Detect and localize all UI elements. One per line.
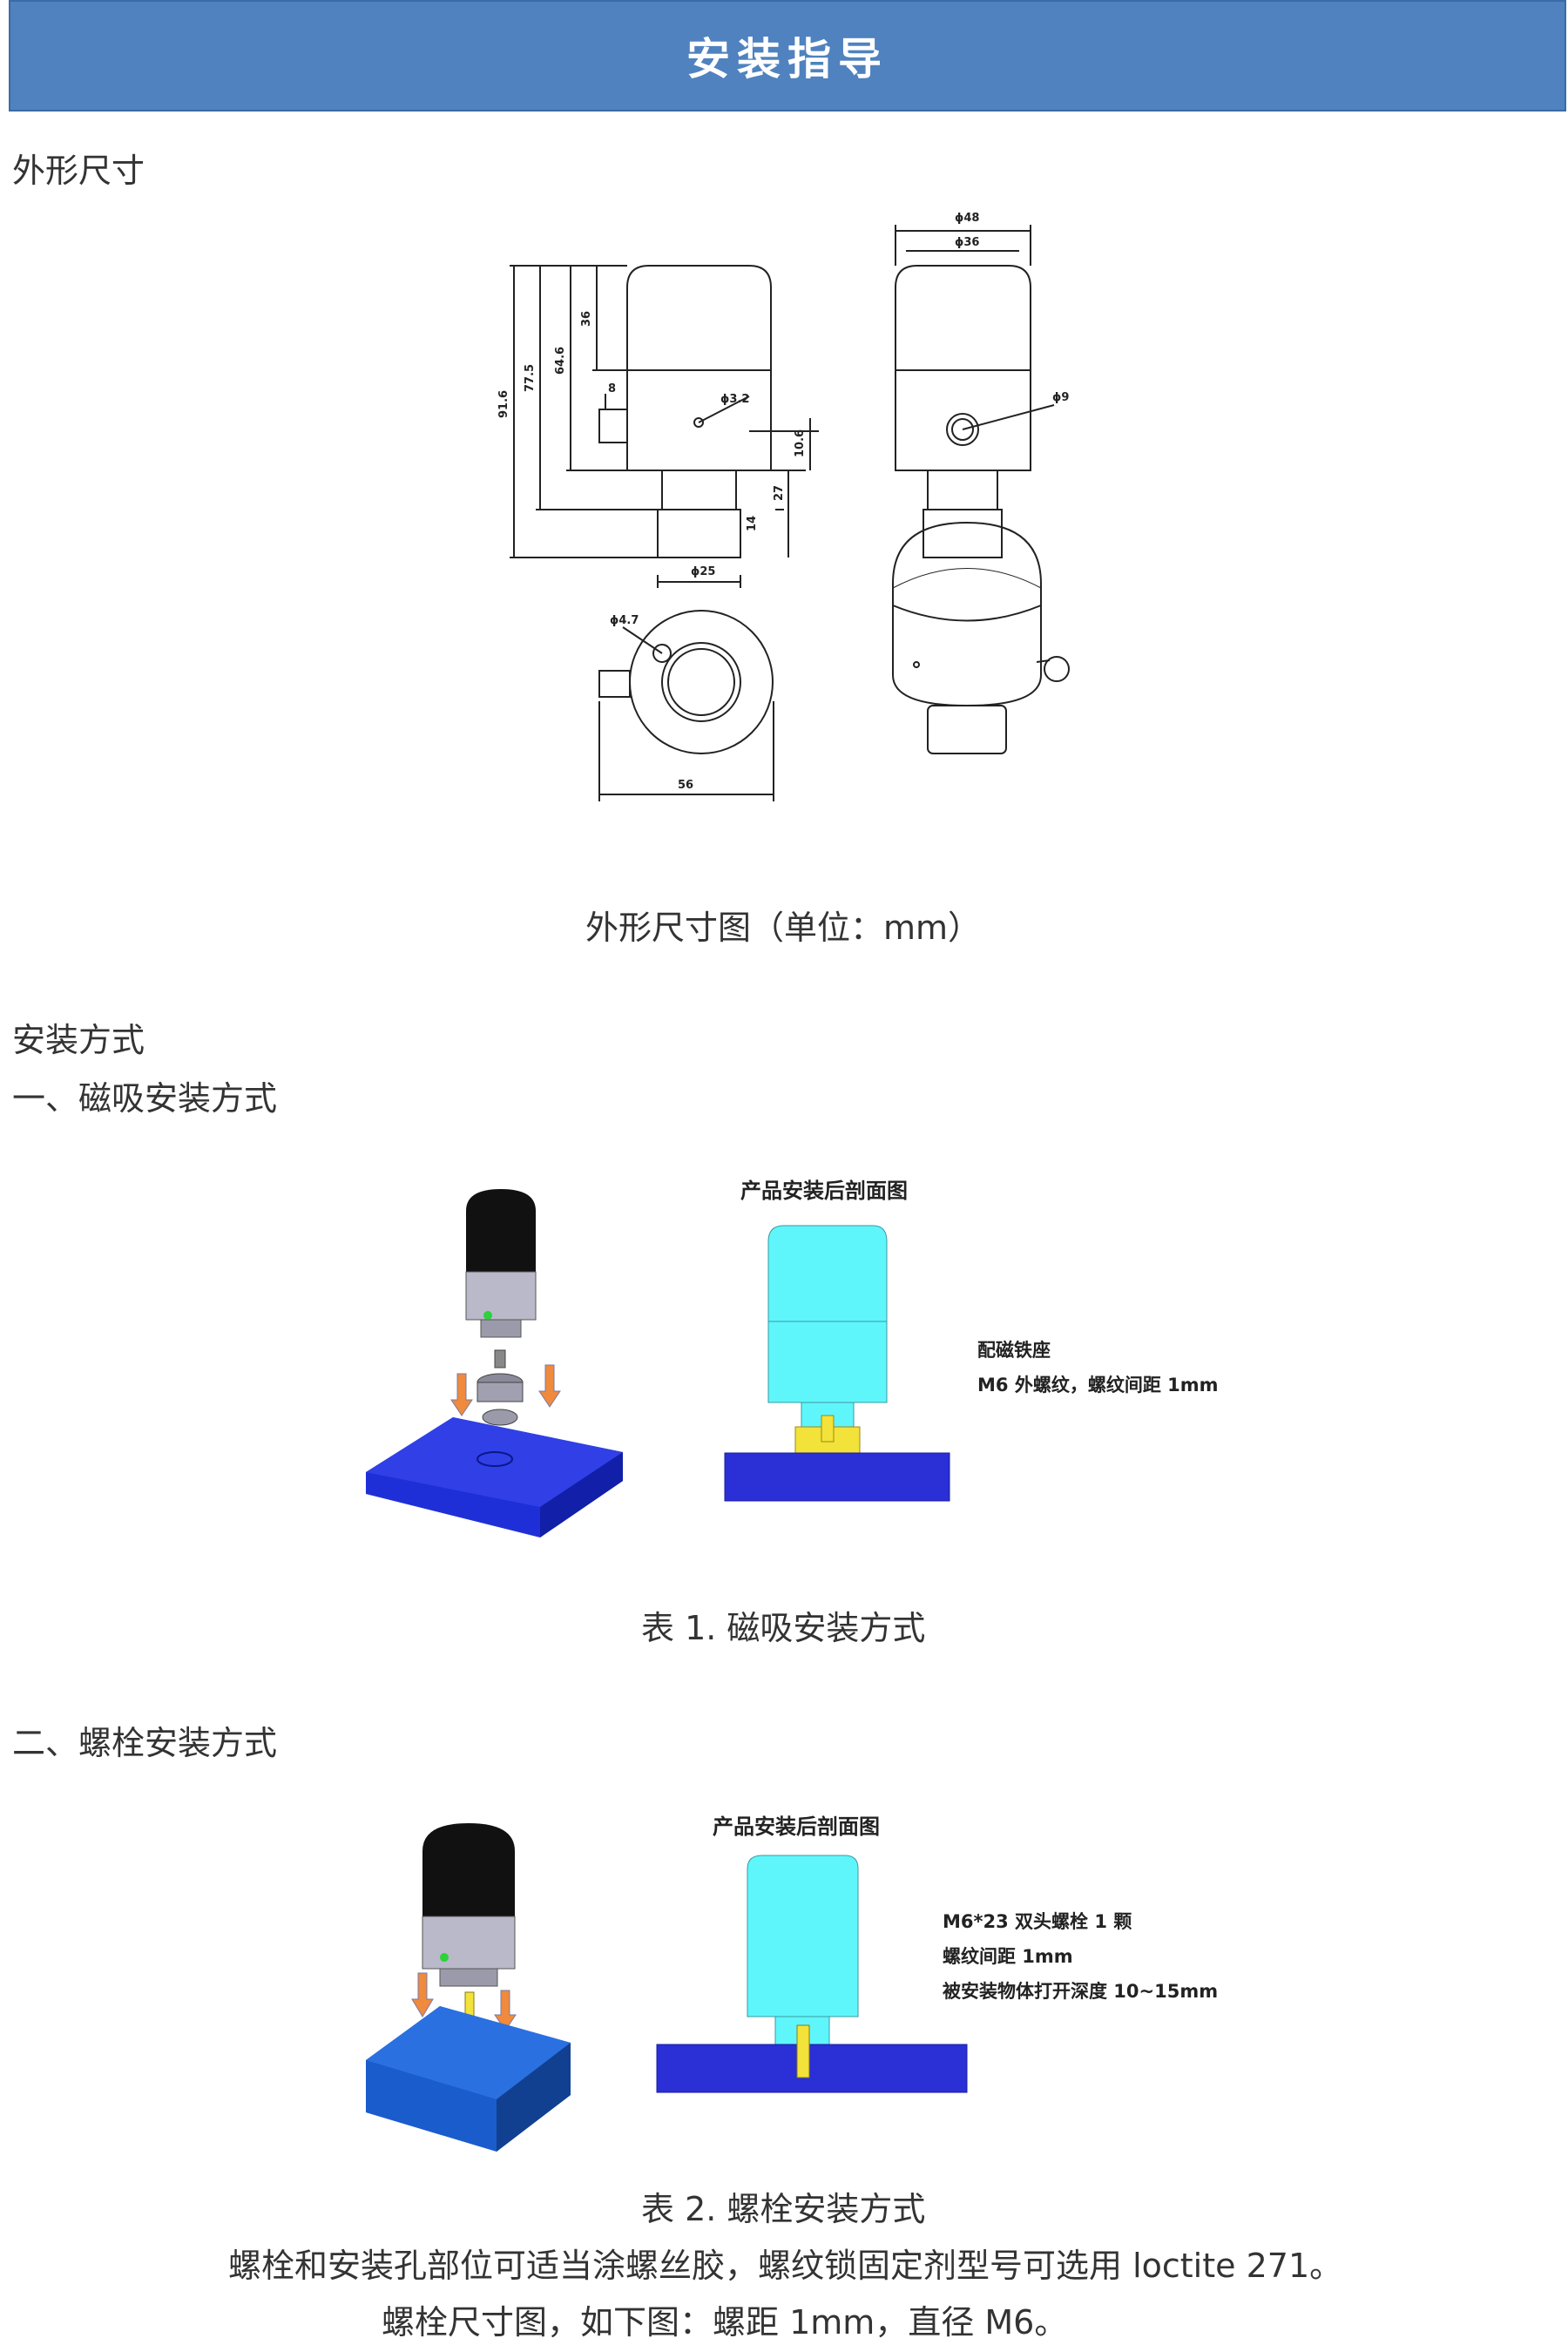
method2-exploded-view: [366, 1823, 571, 2152]
method1-note-1: 配磁铁座: [977, 1340, 1051, 1361]
method2-illustration: 产品安装后剖面图 M6*23 双头螺栓 1 颗 螺纹间距 1mm 被安装物体打开…: [366, 1815, 1218, 2152]
iso-view-body: [892, 521, 1042, 707]
dim-d36: ϕ36: [955, 236, 979, 249]
install-heading: 安装方式: [12, 1021, 145, 1059]
dim-h646: 64.6: [554, 347, 567, 375]
front-view-body: [895, 265, 1031, 471]
dim-h775: 77.5: [524, 364, 537, 392]
method1-heading: 一、磁吸安装方式: [12, 1079, 278, 1118]
method2-note-2: 螺纹间距 1mm: [943, 1946, 1073, 1967]
method2-heading: 二、螺栓安装方式: [12, 1724, 278, 1762]
method1-cross-section: 产品安装后剖面图 配磁铁座 M6 外螺纹，螺纹间距 1mm: [724, 1179, 1219, 1502]
method2-note-3: 被安装物体打开深度 10~15mm: [943, 1981, 1218, 2002]
dim-h916: 91.6: [497, 390, 510, 418]
method2-caption: 表 2. 螺栓安装方式: [641, 2190, 926, 2228]
paragraph-loctite: 螺栓和安装孔部位可适当涂螺丝胶，螺纹锁固定剂型号可选用 loctite 271。: [228, 2247, 1343, 2285]
method2-section-title: 产品安装后剖面图: [713, 1815, 880, 1839]
method2-cross-section: 产品安装后剖面图 M6*23 双头螺栓 1 颗 螺纹间距 1mm 被安装物体打开…: [656, 1815, 1218, 2093]
side-view-thread: [657, 509, 741, 558]
dim-h106: 10.6: [794, 429, 807, 457]
method1-section-title: 产品安装后剖面图: [740, 1179, 908, 1203]
dim-h8: 8: [608, 382, 616, 395]
dim-d48: ϕ48: [955, 212, 979, 225]
banner-title: 安装指导: [686, 33, 889, 84]
dim-h14: 14: [746, 516, 759, 531]
dim-d47: ϕ4.7: [610, 614, 639, 627]
top-view-outer: [629, 610, 774, 754]
side-view-neck: [661, 470, 737, 510]
method1-caption: 表 1. 磁吸安装方式: [641, 1609, 926, 1647]
side-view-body: [626, 265, 772, 471]
dim-d32: ϕ3.2: [720, 393, 749, 406]
dim-d25: ϕ25: [691, 565, 715, 578]
method1-illustration: 产品安装后剖面图 配磁铁座 M6 外螺纹，螺纹间距 1mm: [366, 1179, 1219, 1537]
dim-d9: ϕ9: [1052, 391, 1069, 404]
dim-h27: 27: [773, 485, 786, 501]
paragraph-bolt-size: 螺栓尺寸图，如下图：螺距 1mm，直径 M6。: [382, 2303, 1068, 2342]
outline-heading: 外形尺寸: [12, 152, 145, 190]
method2-note-1: M6*23 双头螺栓 1 颗: [943, 1911, 1132, 1932]
page-banner: 安装指导: [9, 0, 1566, 112]
outline-drawing: ϕ48 ϕ36 ϕ9 ϕ3.2 91.6 77.5 64.6 36 8 10.6…: [497, 212, 1070, 801]
side-view-connector: [598, 409, 628, 443]
dim-h36: 36: [580, 311, 593, 327]
method1-exploded-view: [366, 1189, 623, 1537]
method1-note-2: M6 外螺纹，螺纹间距 1mm: [977, 1375, 1219, 1396]
outline-caption: 外形尺寸图（单位：mm）: [585, 909, 982, 947]
dim-w56: 56: [678, 779, 693, 792]
